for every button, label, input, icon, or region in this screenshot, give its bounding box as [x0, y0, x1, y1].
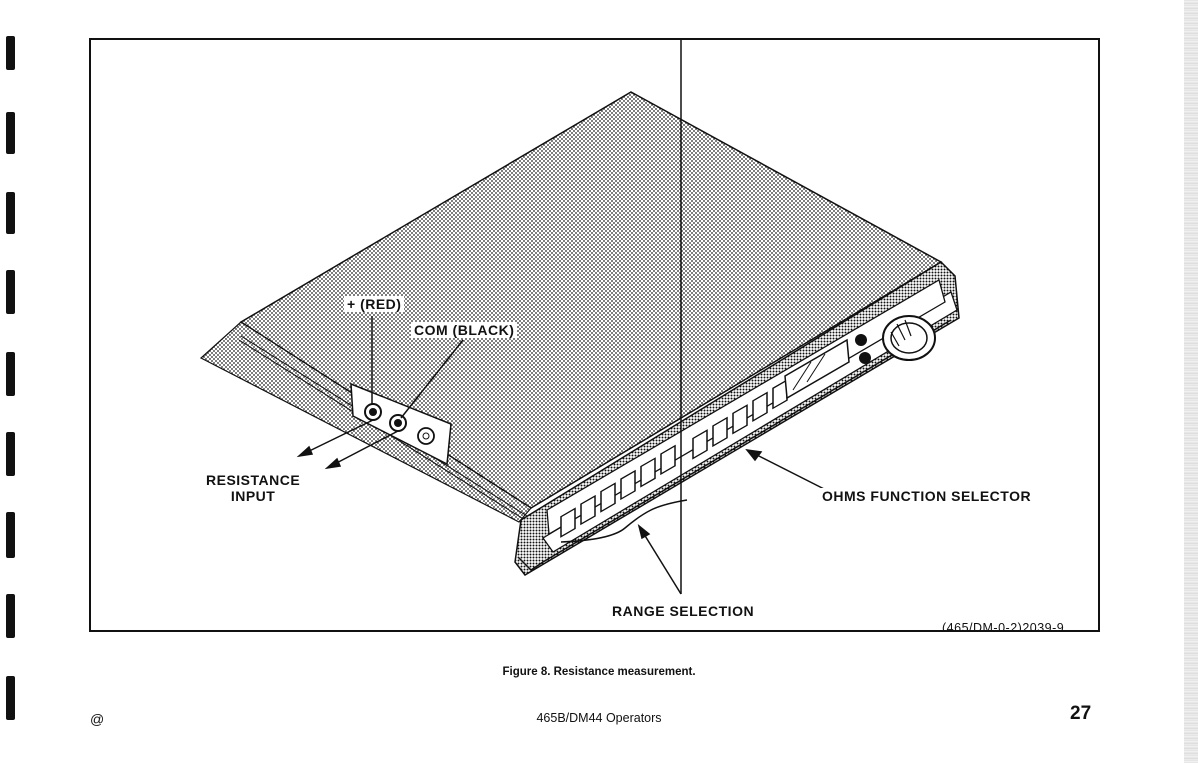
binding-mark: [6, 36, 15, 70]
resistance-input-label: RESISTANCE INPUT: [203, 472, 303, 504]
binding-mark: [6, 512, 15, 558]
plus-red-label: + (RED): [344, 296, 404, 312]
figure-id: (465/DM-0-2)2039-9: [939, 620, 1067, 632]
indicator-icon: [859, 352, 871, 364]
figure-caption: Figure 8. Resistance measurement.: [0, 666, 1198, 678]
page-number: 27: [1070, 703, 1091, 725]
resistance-input-line1: RESISTANCE: [206, 472, 300, 488]
binding-mark: [6, 112, 15, 154]
ohms-function-selector-label: OHMS FUNCTION SELECTOR: [819, 488, 1034, 504]
binding-mark: [6, 192, 15, 234]
figure-frame: + (RED) COM (BLACK) RESISTANCE INPUT OHM…: [89, 38, 1100, 632]
range-selection-label: RANGE SELECTION: [609, 603, 757, 619]
binding-mark: [6, 594, 15, 638]
binding-mark: [6, 270, 15, 314]
binding-mark: [6, 352, 15, 396]
instrument-illustration: [91, 40, 1100, 632]
indicator-icon: [855, 334, 867, 346]
resistance-input-line2: INPUT: [206, 488, 300, 504]
control-knob-icon: [883, 316, 935, 360]
binding-mark: [6, 432, 15, 476]
com-black-label: COM (BLACK): [411, 322, 517, 338]
footer-title: 465B/DM44 Operators: [0, 711, 1198, 725]
scanned-page-edge: [1184, 0, 1198, 763]
